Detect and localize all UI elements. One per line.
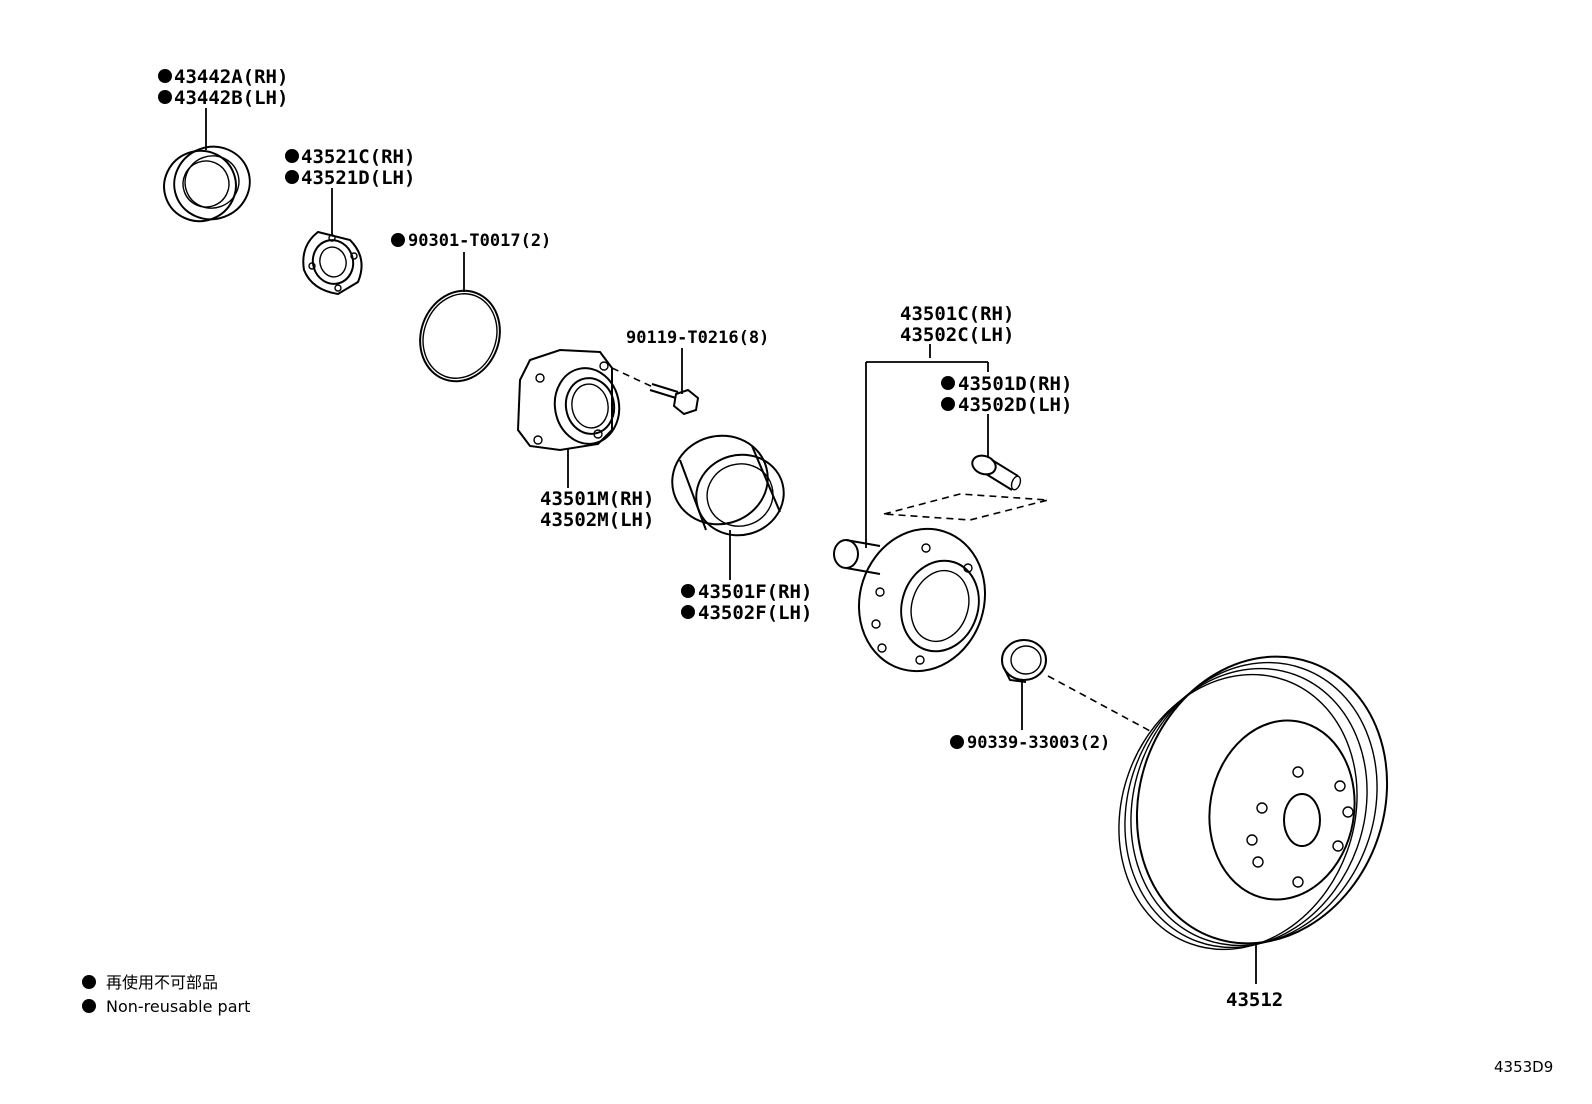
callout-line: 90339-33003(2) xyxy=(967,733,1110,753)
callout-line: 43442B(LH) xyxy=(174,87,288,109)
oil-seal-drawing xyxy=(163,145,251,223)
axle-hub-drawing xyxy=(833,527,987,673)
bearing-ring-drawing xyxy=(671,434,785,537)
non-reusable-bullet-icon xyxy=(950,735,964,749)
callout-line: 43512 xyxy=(1226,989,1283,1011)
callout-line: 43502M(LH) xyxy=(540,509,654,531)
callout-43442: 43442A(RH) 43442B(LH) xyxy=(158,66,288,109)
callout-43501F: 43501F(RH) 43502F(LH) xyxy=(681,581,812,624)
wheel-stud-drawing xyxy=(971,454,1022,491)
callout-line: 43502F(LH) xyxy=(698,602,812,624)
callout-line: 43521C(RH) xyxy=(301,146,415,168)
callout-line: 43442A(RH) xyxy=(174,66,288,88)
callout-line: 90119-T0216(8) xyxy=(626,328,769,348)
lock-nut-drawing xyxy=(1001,639,1047,683)
callout-line: 43501D(RH) xyxy=(958,373,1072,395)
non-reusable-bullet-icon xyxy=(941,376,955,390)
callout-90119: 90119-T0216(8) xyxy=(626,328,769,348)
callout-43501D: 43501D(RH) 43502D(LH) xyxy=(941,373,1072,416)
callout-line: 43502C(LH) xyxy=(900,324,1014,346)
legend: 再使用不可部品 Non-reusable part xyxy=(82,973,250,1016)
hub-bearing-drawing xyxy=(516,348,621,452)
dust-deflector-drawing xyxy=(302,230,363,296)
non-reusable-bullet-icon xyxy=(158,90,172,104)
callout-43501C: 43501C(RH) 43502C(LH) xyxy=(900,303,1014,346)
hub-bolt-drawing xyxy=(649,383,700,416)
callout-line: 43521D(LH) xyxy=(301,167,415,189)
o-ring-drawing xyxy=(419,289,501,383)
non-reusable-bullet-icon xyxy=(941,397,955,411)
non-reusable-bullet-icon xyxy=(285,149,299,163)
non-reusable-bullet-icon xyxy=(82,975,96,989)
callout-line: 43501F(RH) xyxy=(698,581,812,603)
callout-90301: 90301-T0017(2) xyxy=(391,231,551,251)
leader-lines xyxy=(205,108,1257,984)
legend-en: Non-reusable part xyxy=(106,997,250,1016)
callout-line: 43501C(RH) xyxy=(900,303,1014,325)
non-reusable-bullet-icon xyxy=(82,999,96,1013)
non-reusable-bullet-icon xyxy=(681,605,695,619)
legend-jp: 再使用不可部品 xyxy=(106,973,218,992)
diagram-code: 4353D9 xyxy=(1494,1058,1553,1076)
callout-line: 43501M(RH) xyxy=(540,488,654,510)
callout-43501M: 43501M(RH) 43502M(LH) xyxy=(540,488,654,531)
callout-90339: 90339-33003(2) xyxy=(950,733,1110,753)
callout-43521: 43521C(RH) 43521D(LH) xyxy=(285,146,415,189)
callout-43512: 43512 xyxy=(1226,989,1283,1011)
callout-line: 90301-T0017(2) xyxy=(408,231,551,251)
non-reusable-bullet-icon xyxy=(681,584,695,598)
callout-line: 43502D(LH) xyxy=(958,394,1072,416)
brake-disc-drawing xyxy=(1118,655,1389,951)
non-reusable-bullet-icon xyxy=(285,170,299,184)
non-reusable-bullet-icon xyxy=(158,69,172,83)
non-reusable-bullet-icon xyxy=(391,233,405,247)
